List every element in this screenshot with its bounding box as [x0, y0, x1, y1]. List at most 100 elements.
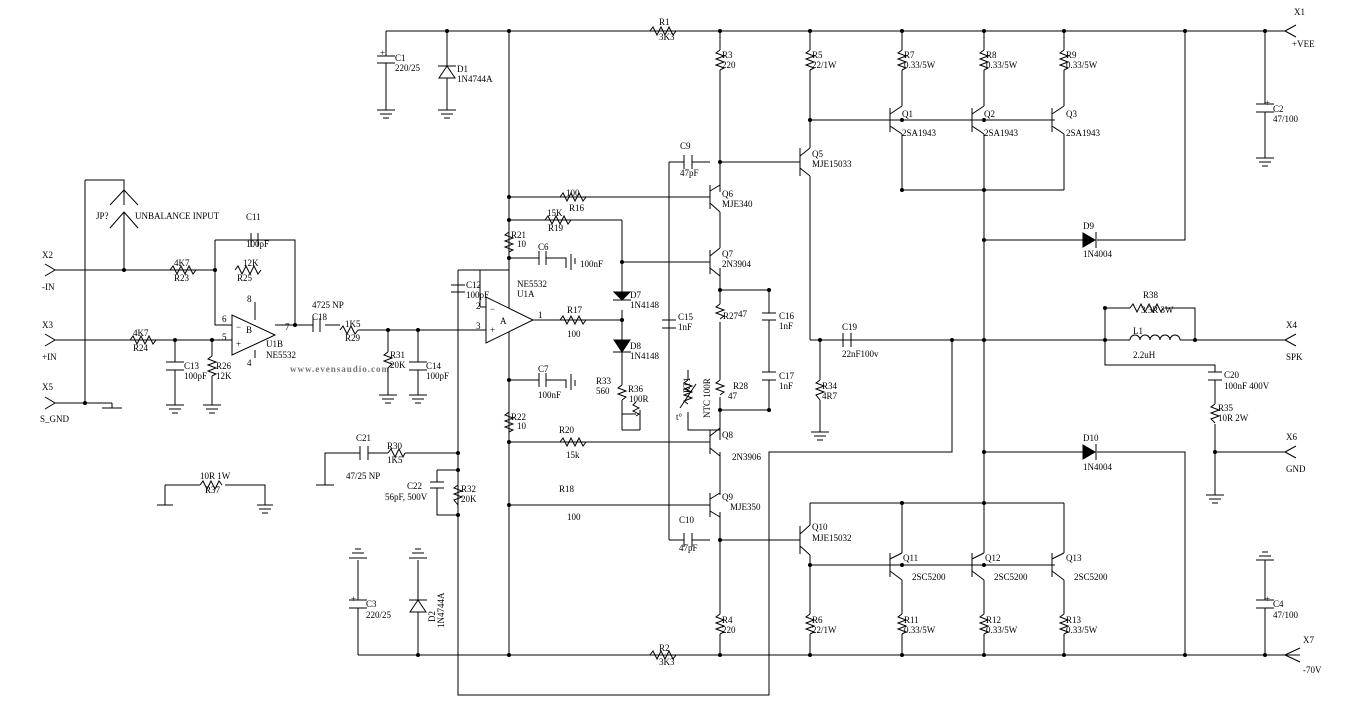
c9-ref: C9 — [680, 141, 691, 151]
connector-x2-ref: X2 — [42, 250, 53, 260]
resistor-r38-symbol — [1129, 302, 1164, 314]
c10-ref: C10 — [679, 515, 695, 525]
u1a-pin-inv: 2 — [476, 301, 481, 311]
q10-ref: Q10 — [812, 522, 828, 532]
r21-ref: R21 — [511, 230, 526, 240]
rt1-value: NTC 100R — [702, 378, 712, 418]
c9-value: 47pF — [680, 168, 699, 178]
r2-value: 3K3 — [659, 657, 675, 667]
r16-value: 100 — [566, 188, 580, 198]
r1-ref: R1 — [659, 17, 670, 27]
c21-value: 47/25 NP — [346, 471, 380, 481]
u1a-ref: U1A — [517, 289, 535, 299]
r37-ref: R37 — [205, 485, 221, 495]
capacitor-c19-symbol — [842, 333, 852, 347]
u1b-plus-sign: + — [236, 339, 241, 349]
d10-value: 1N4004 — [1083, 462, 1112, 472]
capacitor-c4-symbol — [1256, 599, 1274, 609]
r32-value: 20K — [461, 494, 477, 504]
r37-value: 10R 1W — [200, 471, 231, 481]
resistor-r30-symbol — [387, 447, 406, 459]
connector-x7-net: -70V — [1303, 665, 1322, 675]
q7-ref: Q7 — [722, 249, 733, 259]
capacitor-c14-symbol — [409, 361, 427, 371]
resistor-r12-symbol — [978, 613, 990, 635]
connector-x7-ref: X7 — [1303, 635, 1314, 645]
c20-value: 100nF 400V — [1224, 381, 1270, 391]
inductor-l1-symbol — [1129, 334, 1181, 341]
c18-ref: C18 — [312, 312, 328, 322]
r24-value: 4K7 — [133, 328, 149, 338]
c2-polarity: + — [1265, 98, 1270, 108]
c1-value: 220/25 — [395, 63, 421, 73]
capacitor-c13-symbol — [166, 361, 184, 371]
connector-x4-ref: X4 — [1286, 320, 1297, 330]
r3-ref: R3 — [722, 50, 733, 60]
r30-ref: R30 — [387, 441, 403, 451]
c16-ref: C16 — [779, 311, 795, 321]
resistor-r6-symbol — [804, 613, 816, 635]
diode-d2-symbol — [409, 599, 427, 613]
r6-ref: R6 — [812, 615, 823, 625]
resistor-r37-symbol — [199, 479, 223, 491]
d7-ref: D7 — [630, 290, 641, 300]
u1a-part: NE5532 — [517, 279, 547, 289]
r29-ref: R29 — [345, 333, 361, 343]
capacitor-c11-symbol — [215, 233, 295, 247]
r33-value: 560 — [596, 386, 610, 396]
capacitor-c22-symbol — [430, 481, 444, 489]
c7-ref: C7 — [538, 364, 549, 374]
capacitor-c18-symbol — [312, 318, 321, 332]
l1-value: 2.2uH — [1133, 350, 1156, 360]
q3-value: 2SA1943 — [1066, 128, 1101, 138]
r8-value: 0.33/5W — [986, 60, 1018, 70]
c1-polarity: + — [380, 48, 385, 58]
d2-ref: D2 — [427, 611, 437, 622]
transistor-q9-symbol — [709, 492, 721, 518]
q8-ref: Q8 — [722, 430, 733, 440]
r13-value: 0.33/5W — [1066, 625, 1098, 635]
capacitor-c6-symbol — [538, 251, 547, 265]
connector-x1-ref: X1 — [1294, 7, 1305, 17]
capacitor-c2-symbol — [1256, 103, 1274, 113]
transistor-q12-symbol — [962, 552, 985, 581]
connector-x3-net: +IN — [42, 352, 57, 362]
resistor-r20-symbol — [559, 436, 587, 448]
connector-x5-net: S_GND — [40, 414, 70, 424]
r24-ref: R24 — [133, 343, 149, 353]
c6-ref: C6 — [538, 242, 549, 252]
resistor-r4-symbol — [714, 613, 726, 635]
r35-ref: R35 — [1218, 403, 1234, 413]
u1a-plus-sign: + — [490, 325, 495, 335]
r19-value: 15K — [547, 208, 563, 218]
r11-ref: R11 — [904, 615, 919, 625]
r12-ref: R12 — [986, 615, 1001, 625]
transistor-q5-symbol — [799, 147, 811, 177]
l1-ref: L1 — [1133, 326, 1143, 336]
resistor-r9-symbol — [1058, 49, 1070, 71]
r30-value: 1K5 — [387, 455, 403, 465]
r22-value: 10 — [517, 421, 527, 431]
q8-value: 2N3906 — [732, 452, 761, 462]
r8-ref: R8 — [986, 50, 997, 60]
d9-ref: D9 — [1083, 221, 1094, 231]
r13-ref: R13 — [1066, 615, 1082, 625]
c12-ref: C12 — [466, 280, 481, 290]
resistor-r35-symbol — [1209, 403, 1221, 424]
transistor-q6-symbol — [709, 184, 721, 213]
r18-value: 100 — [567, 512, 581, 522]
opamp-u1a-symbol — [485, 296, 535, 344]
r20-value: 15k — [566, 450, 580, 460]
resistor-r7-symbol — [896, 49, 908, 71]
connector-x2-net: -IN — [42, 282, 55, 292]
q13-ref: Q13 — [1066, 553, 1082, 563]
c19-ref: C19 — [842, 322, 858, 332]
connector-x1-net: +VEE — [1292, 39, 1315, 49]
capacitor-c16-symbol — [762, 312, 776, 321]
d8-value: 1N4148 — [630, 351, 659, 361]
r34-ref: R34 — [822, 381, 838, 391]
c12-value: 100pF — [466, 290, 489, 300]
q11-ref: Q11 — [903, 553, 918, 563]
u1b-pin-out: 7 — [285, 322, 290, 332]
d2-value: 1N4744A — [436, 592, 446, 628]
